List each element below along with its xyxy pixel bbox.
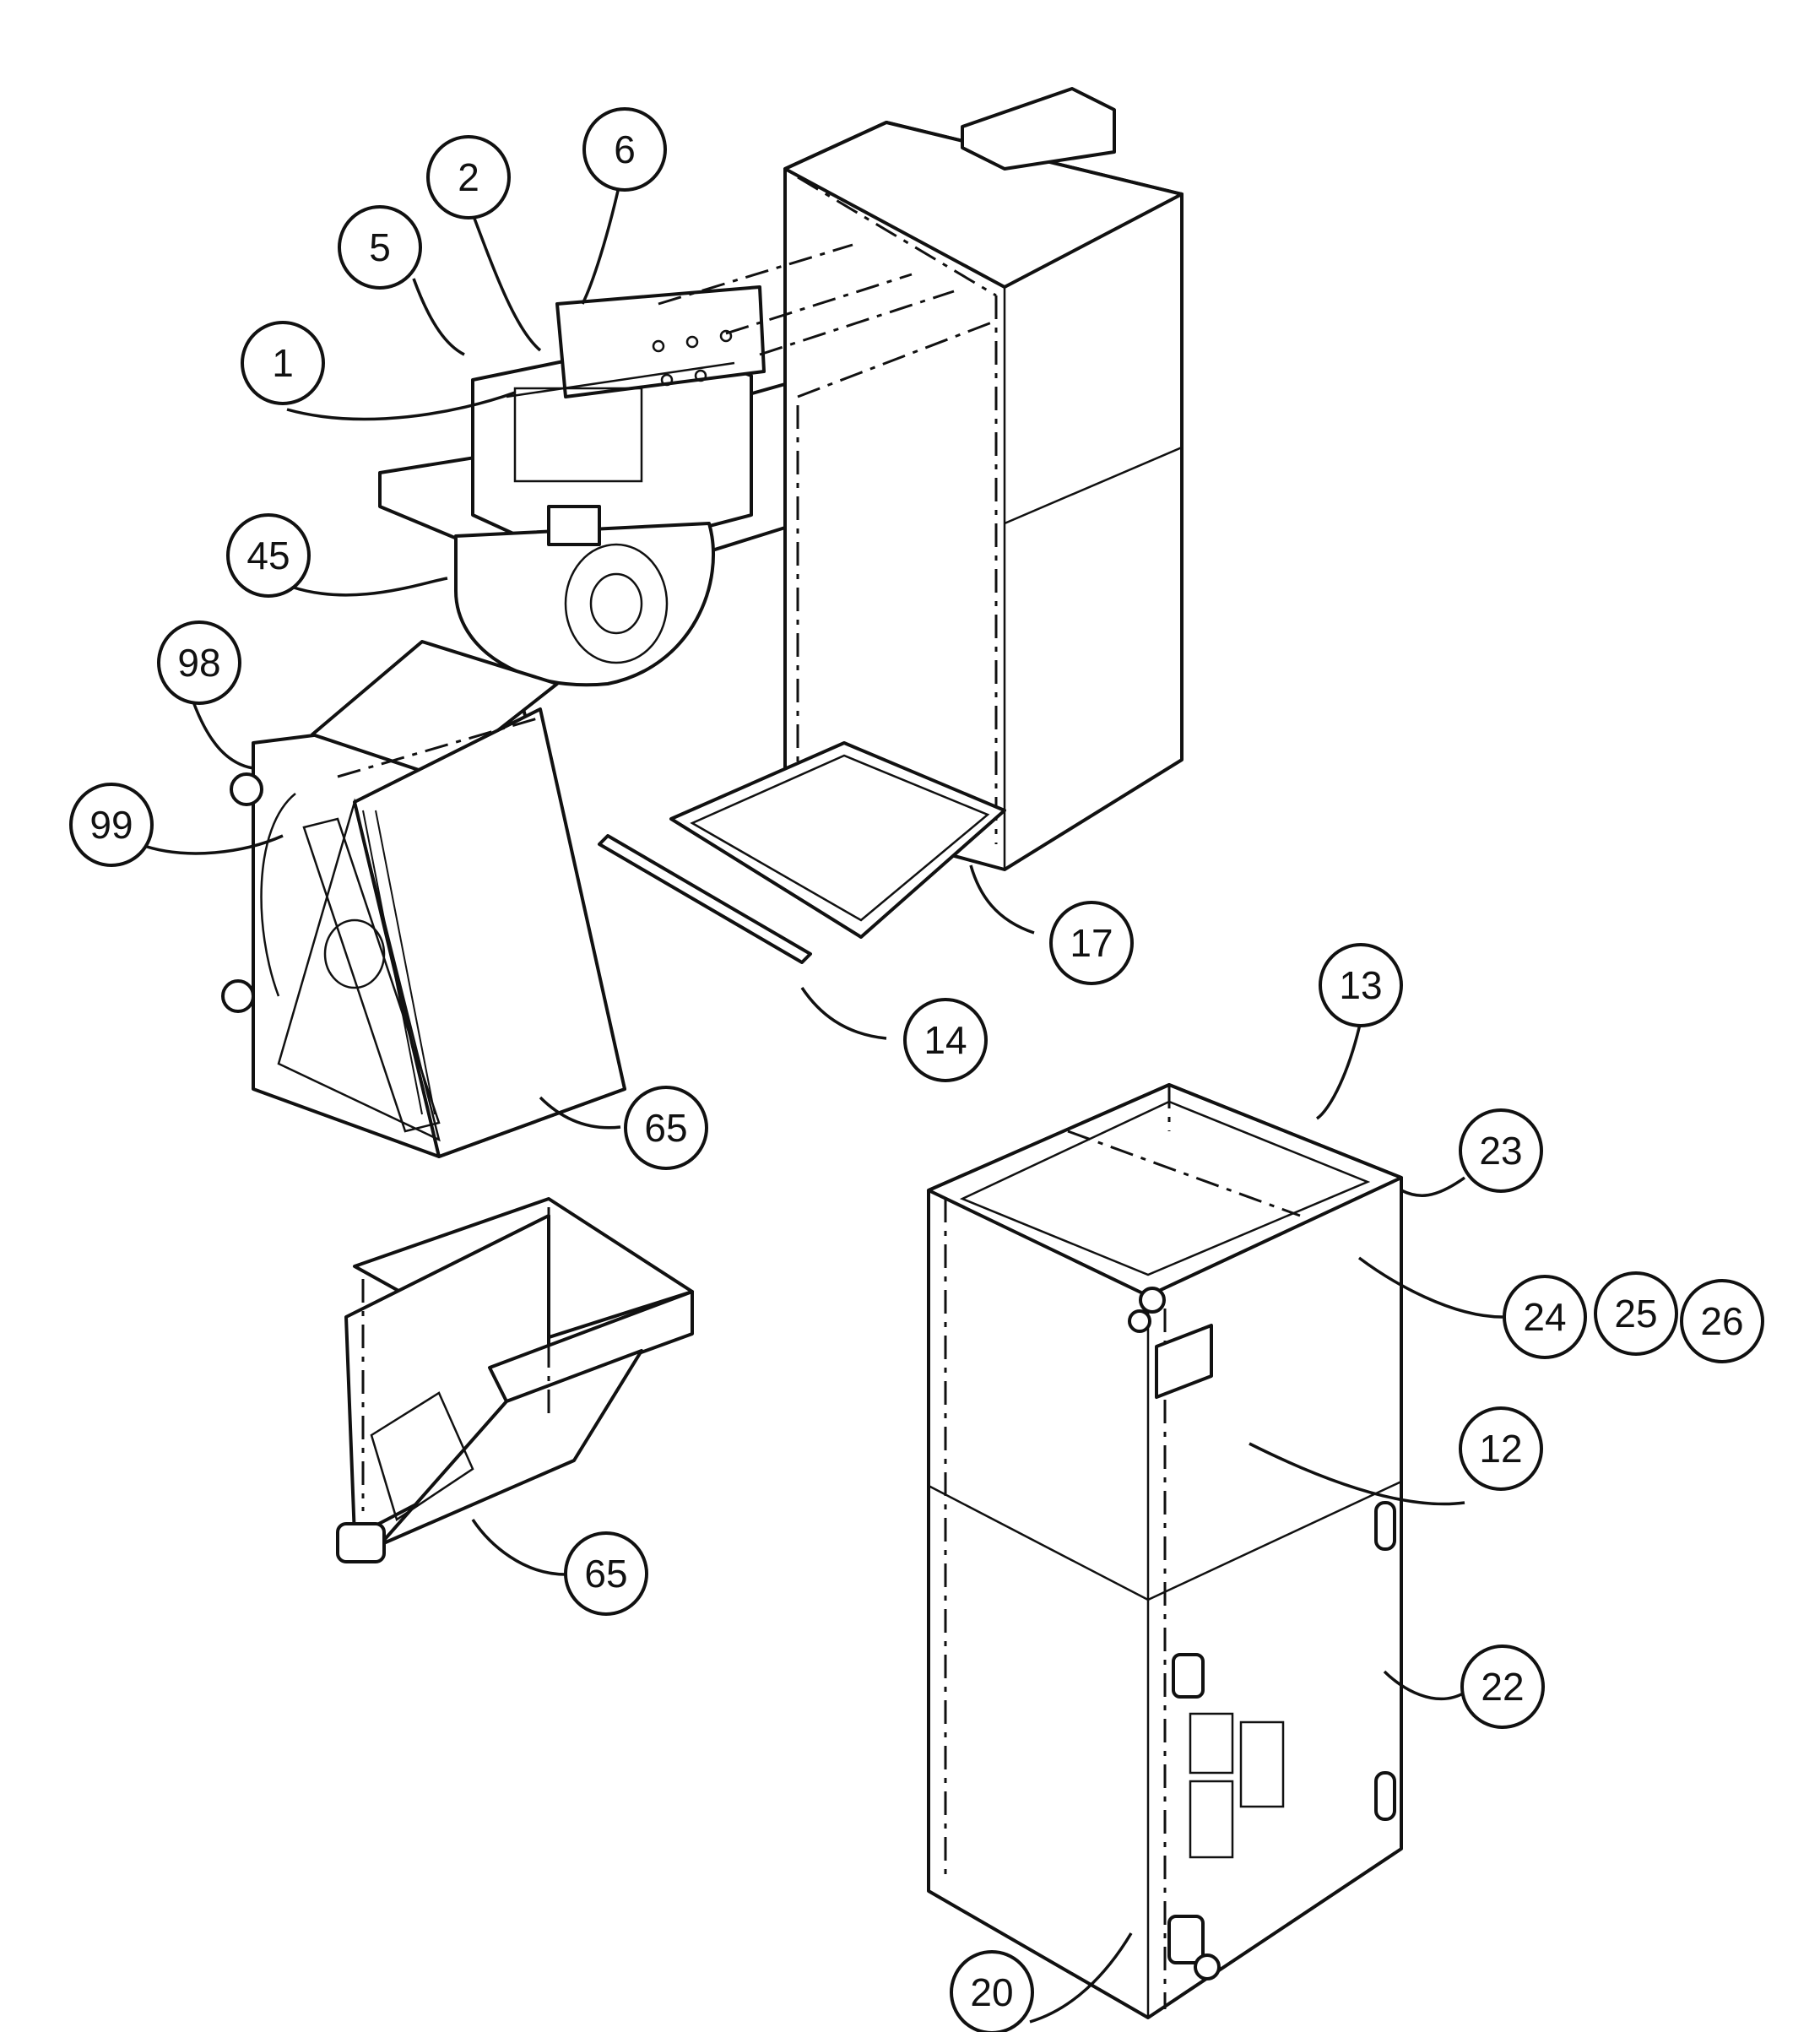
leader-20: [1029, 1932, 1133, 2024]
leader-99: [138, 834, 284, 855]
leader-65a: [539, 1096, 621, 1130]
callout-12: 12: [1459, 1406, 1543, 1491]
leader-45: [290, 577, 448, 597]
svg-text:12: 12: [1479, 1427, 1522, 1471]
leader-13: [1315, 1008, 1365, 1120]
callout-26: 26: [1680, 1279, 1764, 1363]
svg-text:98: 98: [177, 641, 220, 685]
blower-assembly: [378, 285, 787, 687]
leader-23: [1400, 1176, 1466, 1197]
leader-17: [969, 864, 1035, 935]
svg-text:26: 26: [1700, 1299, 1743, 1343]
leader-1: [286, 391, 516, 421]
leader-2: [467, 202, 542, 352]
callout-20: 20: [950, 1950, 1034, 2032]
air-handler-unit: [927, 1083, 1403, 2019]
svg-text:24: 24: [1523, 1295, 1566, 1339]
leader-12: [1249, 1442, 1465, 1506]
callout-5: 5: [338, 205, 422, 290]
leader-65b: [471, 1519, 566, 1576]
callout-24: 24: [1503, 1275, 1587, 1359]
svg-text:99: 99: [89, 803, 133, 847]
svg-text:2: 2: [458, 155, 479, 199]
svg-text:22: 22: [1481, 1665, 1524, 1709]
callout-65-lower: 65: [564, 1531, 648, 1616]
a-coil-assembly: [221, 640, 626, 1158]
callout-23: 23: [1459, 1108, 1543, 1193]
leader-5: [412, 278, 465, 356]
callout-22: 22: [1460, 1645, 1545, 1729]
callout-99: 99: [69, 783, 154, 867]
callout-14: 14: [903, 998, 988, 1082]
callout-65-upper: 65: [624, 1086, 708, 1170]
callout-45: 45: [226, 513, 311, 598]
callout-2: 2: [426, 135, 511, 219]
callout-25: 25: [1594, 1271, 1678, 1356]
cabinet-shell: [598, 87, 1184, 964]
leader-98: [188, 691, 254, 770]
callout-17: 17: [1049, 901, 1134, 985]
callout-13: 13: [1319, 943, 1403, 1027]
svg-text:23: 23: [1479, 1129, 1522, 1173]
svg-text:65: 65: [584, 1552, 627, 1596]
horizontal-coil-assembly: [336, 1197, 694, 1563]
svg-text:20: 20: [970, 1970, 1013, 2014]
svg-text:17: 17: [1070, 921, 1113, 965]
svg-text:6: 6: [614, 127, 636, 171]
svg-text:45: 45: [246, 534, 290, 577]
svg-text:65: 65: [644, 1106, 687, 1150]
svg-text:1: 1: [272, 341, 294, 385]
callout-1: 1: [241, 321, 325, 405]
svg-text:25: 25: [1614, 1292, 1657, 1336]
callout-98: 98: [157, 620, 241, 705]
leader-14: [800, 987, 887, 1040]
svg-text:13: 13: [1339, 963, 1382, 1007]
callout-6: 6: [582, 107, 667, 192]
svg-text:14: 14: [924, 1018, 967, 1062]
leader-lines: [138, 160, 1503, 2024]
leader-24: [1357, 1256, 1503, 1319]
leader-22: [1383, 1670, 1465, 1701]
svg-text:5: 5: [369, 225, 391, 269]
